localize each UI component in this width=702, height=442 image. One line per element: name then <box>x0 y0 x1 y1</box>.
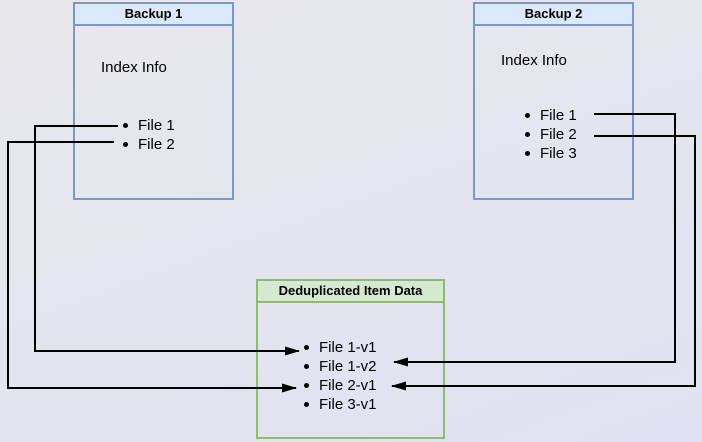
backup2-box: Backup 2 Index Info File 1 File 2 File 3 <box>473 2 634 200</box>
backup2-file-list: File 1 File 2 File 3 <box>525 106 577 163</box>
backup2-header: Backup 2 <box>475 4 632 26</box>
file-list-item: File 1 <box>525 106 577 125</box>
backup2-index-info-label: Index Info <box>501 52 567 69</box>
file-label: File 1-v2 <box>319 358 377 375</box>
backup1-box: Backup 1 Index Info File 1 File 2 <box>73 2 234 200</box>
dedup-header: Deduplicated Item Data <box>258 281 443 303</box>
file-label: File 1 <box>540 107 577 124</box>
file-label: File 2 <box>138 136 175 153</box>
bullet-icon <box>525 151 530 156</box>
file-list-item: File 2 <box>123 135 175 154</box>
file-label: File 2 <box>540 126 577 143</box>
backup1-index-info-label: Index Info <box>101 59 167 76</box>
file-list-item: File 3-v1 <box>304 395 377 414</box>
file-label: File 3-v1 <box>319 396 377 413</box>
file-label: File 2-v1 <box>319 377 377 394</box>
bullet-icon <box>123 123 128 128</box>
file-list-item: File 2 <box>525 125 577 144</box>
dedup-title: Deduplicated Item Data <box>278 283 423 298</box>
deduplicated-item-data-box: Deduplicated Item Data File 1-v1 File 1-… <box>256 279 445 439</box>
backup2-title: Backup 2 <box>524 6 583 21</box>
bullet-icon <box>304 402 309 407</box>
dedup-file-list: File 1-v1 File 1-v2 File 2-v1 File 3-v1 <box>304 338 377 414</box>
file-list-item: File 1 <box>123 116 175 135</box>
backup1-file-list: File 1 File 2 <box>123 116 175 154</box>
file-label: File 1-v1 <box>319 339 377 356</box>
bullet-icon <box>304 345 309 350</box>
bullet-icon <box>525 113 530 118</box>
file-label: File 3 <box>540 145 577 162</box>
file-list-item: File 1-v2 <box>304 357 377 376</box>
file-list-item: File 2-v1 <box>304 376 377 395</box>
bullet-icon <box>525 132 530 137</box>
bullet-icon <box>304 383 309 388</box>
backup1-header: Backup 1 <box>75 4 232 26</box>
bullet-icon <box>304 364 309 369</box>
file-label: File 1 <box>138 117 175 134</box>
bullet-icon <box>123 142 128 147</box>
backup1-title: Backup 1 <box>124 6 183 21</box>
file-list-item: File 3 <box>525 144 577 163</box>
file-list-item: File 1-v1 <box>304 338 377 357</box>
